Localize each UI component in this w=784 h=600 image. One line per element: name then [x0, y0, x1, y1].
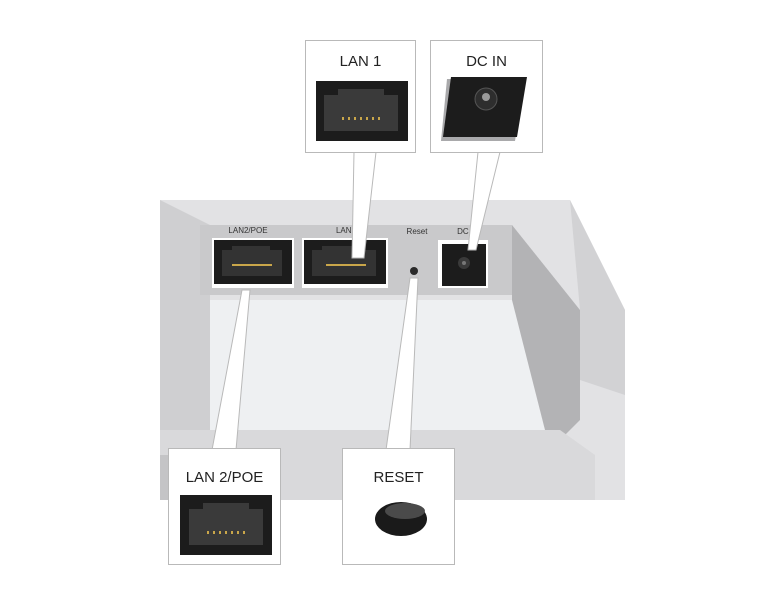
- callout-lan1-port-icon: [316, 81, 408, 141]
- reset-hole: [410, 267, 418, 275]
- callout-lan2-poe: LAN 2/POE: [168, 448, 281, 565]
- callout-dc-in-jack-icon: [441, 77, 527, 141]
- device-label-lan2-poe: LAN2/POE: [228, 226, 267, 235]
- callout-reset-title: RESET: [373, 469, 424, 486]
- device-label-dc-in: DC IN: [457, 227, 479, 236]
- device-label-reset: Reset: [407, 227, 429, 236]
- callout-lan1-title: LAN 1: [339, 53, 382, 70]
- lan1-port: [302, 238, 388, 288]
- callout-dc-in-title: DC IN: [466, 53, 507, 70]
- dc-in-port: [438, 240, 488, 288]
- callout-lan2-poe-port-icon: [180, 495, 272, 555]
- housing-left-wall: [160, 200, 210, 440]
- leader-lines: [211, 151, 501, 451]
- callout-reset: RESET: [342, 448, 455, 565]
- callout-reset-button-icon: [375, 502, 427, 536]
- housing-right-outer: [570, 200, 625, 395]
- lan2-poe-port: [212, 238, 294, 288]
- callout-lan1: LAN 1: [305, 40, 416, 153]
- cavity-floor: [210, 300, 545, 430]
- callout-dc-in: DC IN: [430, 40, 543, 153]
- callout-lan2-poe-title: LAN 2/POE: [185, 469, 264, 486]
- device-label-lan1: LAN1: [336, 226, 357, 235]
